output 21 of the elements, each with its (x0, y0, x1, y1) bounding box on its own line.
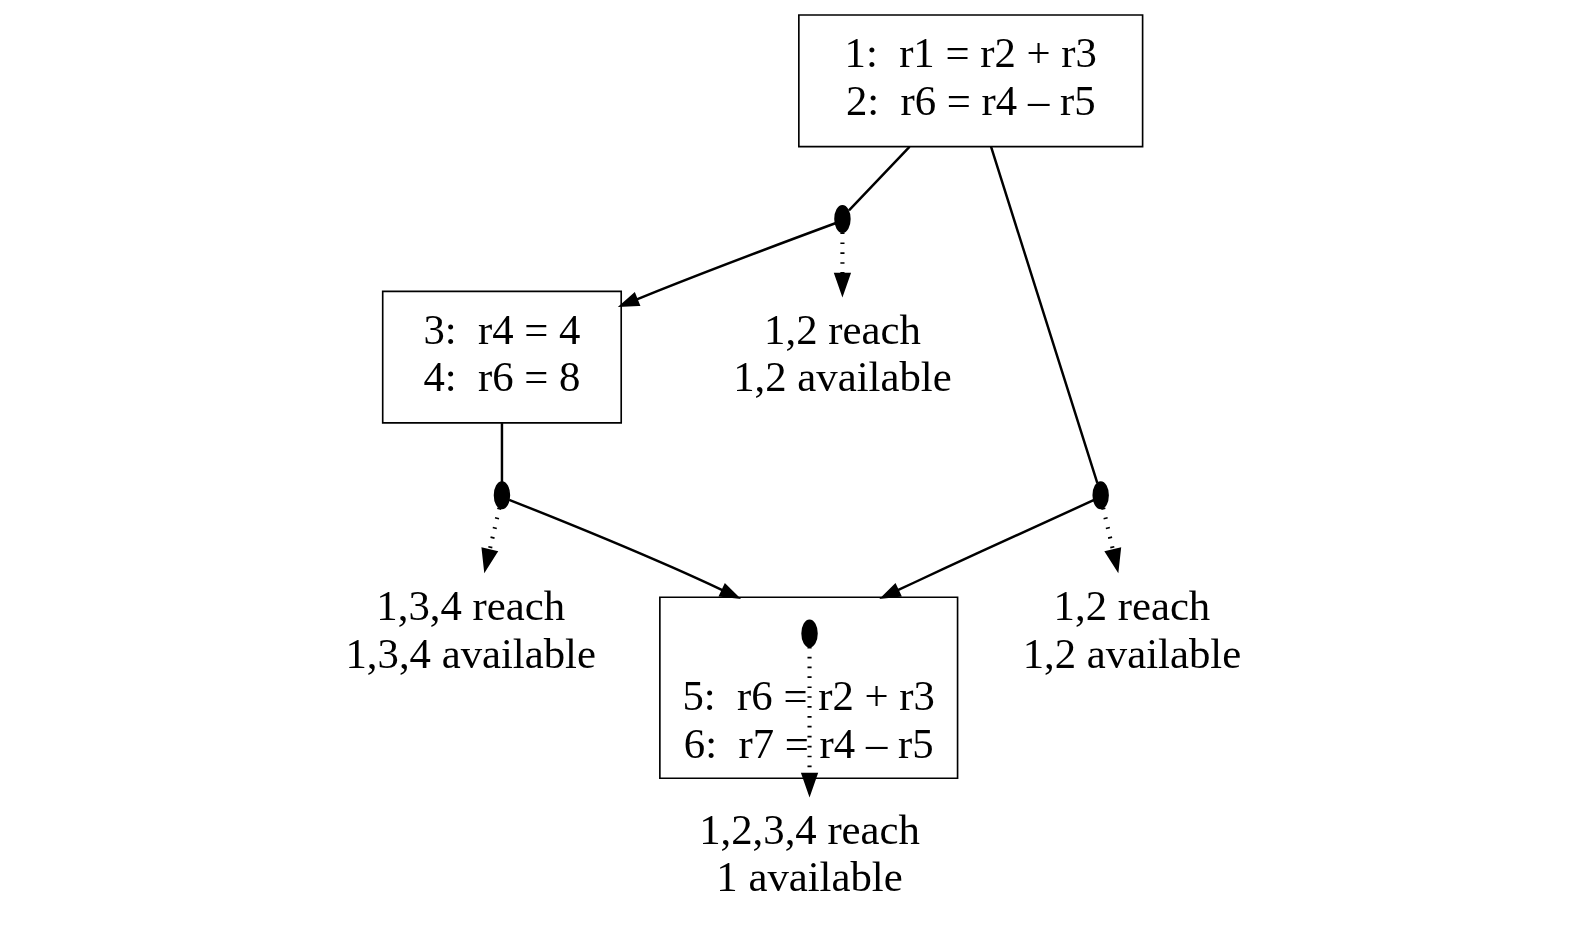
arrow (879, 499, 1095, 599)
node-text: 1,2,3,4 reach 1 available (699, 805, 920, 901)
connector (500, 423, 504, 482)
connector (989, 146, 1099, 484)
arrow (481, 507, 502, 574)
cluster: 5: r6 = r2 + r3 6: r7 = r4 – r5 (659, 596, 959, 780)
node-circle (801, 619, 818, 648)
arrow (617, 222, 836, 307)
arrow (800, 646, 819, 798)
arrow (508, 498, 742, 599)
node-text: 1,2 reach 1,2 available (733, 305, 952, 401)
node-text: 1,3,4 reach 1,3,4 available (345, 581, 596, 677)
node-circle (493, 481, 511, 510)
node-circle (834, 205, 851, 233)
connector (848, 145, 911, 212)
arrow (833, 232, 852, 298)
node-circle (1092, 481, 1109, 510)
node-box: 3: r4 = 4 4: r6 = 8 (381, 290, 623, 424)
arrow (1101, 507, 1122, 574)
node-text: 1,2 reach 1,2 available (1022, 581, 1242, 677)
node-box: 1: r1 = r2 + r3 2: r6 = r4 – r5 (798, 14, 1144, 148)
